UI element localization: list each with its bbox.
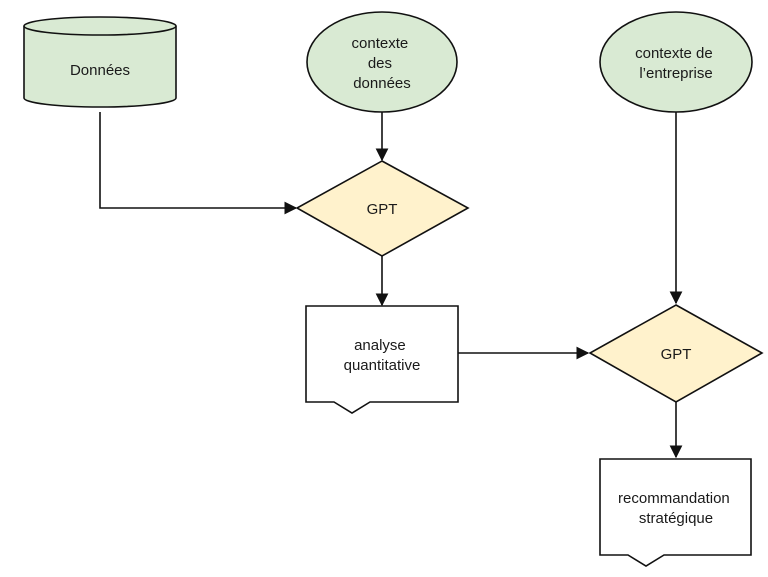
database-shape [23,26,177,108]
node-text-line: des [368,55,392,72]
node-text-line: recommandation [618,490,730,507]
ellipse-shape [306,11,458,113]
decision-diamond [588,304,764,403]
edge-donnees-to-gpt1 [99,112,298,215]
node-contexte-entreprise-label: contexte de l’entreprise [635,45,717,82]
node-text-line: l’entreprise [639,65,712,82]
node-text-line: Données [70,62,130,79]
node-text-line: GPT [367,201,398,218]
node-analyse: analyse quantitative [305,305,459,414]
node-gpt-2: GPT [588,304,764,403]
node-recommandation-label: recommandation stratégique [618,490,734,527]
node-text-line: données [353,75,411,92]
node-contexte-donnees-label: contexte des données [352,35,413,92]
node-contexte-entreprise: contexte de l’entreprise [599,11,753,113]
node-text-line: stratégique [639,510,713,527]
node-gpt-2-label: GPT [661,346,692,363]
node-contexte-donnees: contexte des données [306,11,458,113]
node-analyse-label: analyse quantitative [344,337,421,374]
node-text-line: analyse [354,337,406,354]
node-text-line: contexte de [635,45,713,62]
node-text-line: quantitative [344,357,421,374]
document-shape [599,458,752,567]
node-gpt-1-label: GPT [367,201,398,218]
database-top [23,16,177,36]
node-donnees-label: Données [70,62,130,79]
node-text-line: contexte [352,35,409,52]
decision-diamond [295,160,470,257]
node-donnees: Données [23,16,177,108]
document-shape [305,305,459,414]
ellipse-shape [599,11,753,113]
node-recommandation: recommandation stratégique [599,458,752,567]
node-text-line: GPT [661,346,692,363]
node-gpt-1: GPT [295,160,470,257]
